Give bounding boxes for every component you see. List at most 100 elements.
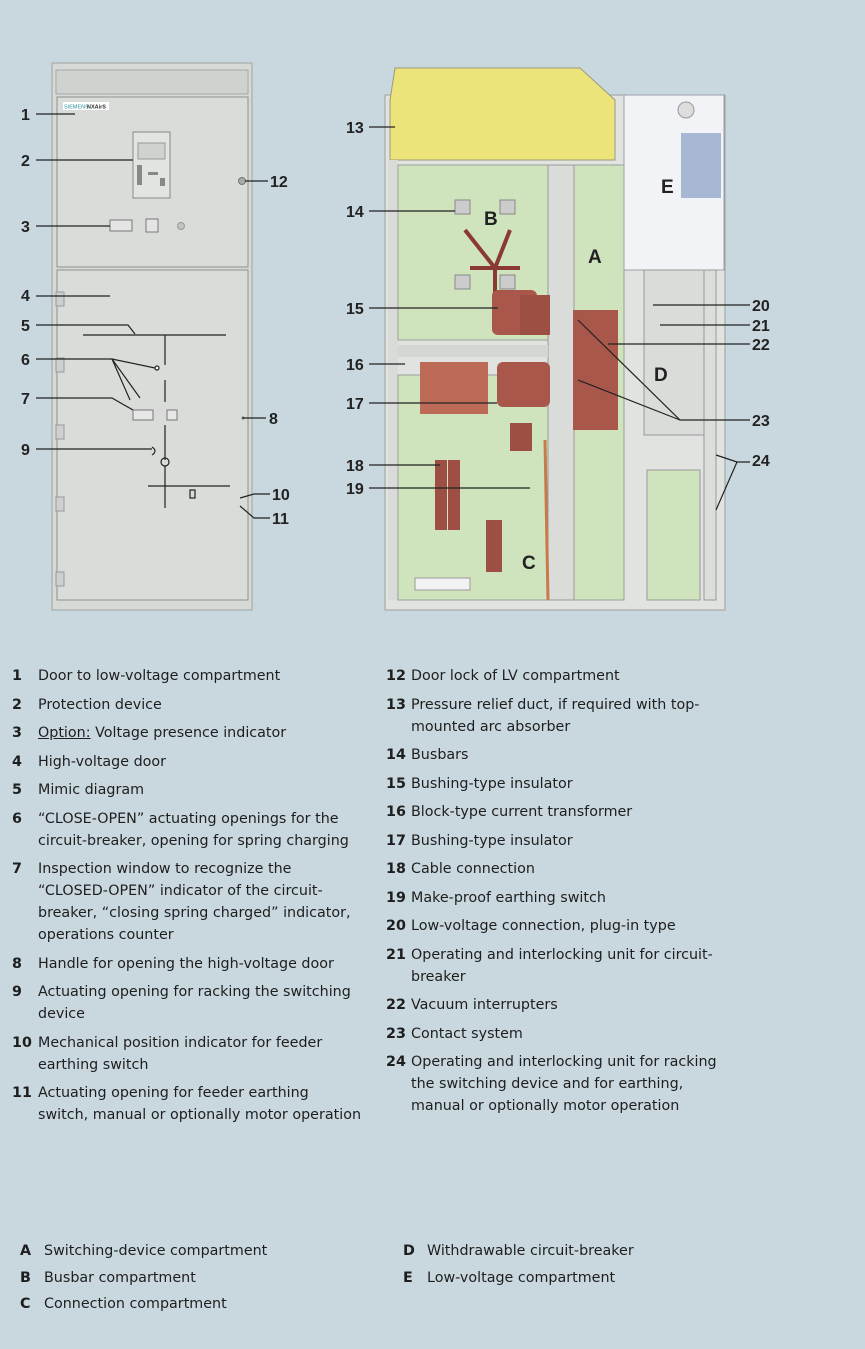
bushing-insulator-lower <box>497 362 550 407</box>
siemens-logo <box>63 102 109 110</box>
option-label: Option: <box>38 725 91 741</box>
callout-13: 13 <box>346 120 364 137</box>
legend-item: 2 Protection device <box>12 694 362 716</box>
legend-description: Inspection window to recognize the “CLOS… <box>38 861 351 943</box>
compartment-letter: D <box>403 1243 415 1259</box>
legend-item: 6 “CLOSE-OPEN” actuating openings for the… <box>12 808 362 852</box>
legend-text: Vacuum interrupters <box>411 994 736 1016</box>
legend-text: Busbars <box>411 744 736 766</box>
legend-number: 4 <box>12 753 22 770</box>
legend-number: 24 <box>386 1054 406 1070</box>
legend-text: Door to low-voltage compartment <box>38 665 362 687</box>
compartment-letter: E <box>403 1269 413 1286</box>
legend-item: 22 Vacuum interrupters <box>386 994 736 1016</box>
compartment-letter: C <box>20 1296 31 1312</box>
legend-text: Pressure relief duct, if required with t… <box>411 694 736 738</box>
callout-1: 1 <box>21 107 30 124</box>
legend-number: 10 <box>12 1034 32 1051</box>
switchgear-figure: SIEMENS NXAirS <box>21 62 770 611</box>
legend-number: 1 <box>12 668 22 684</box>
legend-description: Cable connection <box>411 861 535 877</box>
legend-text: Actuating opening for feeder earthing sw… <box>38 1082 362 1126</box>
legend-text: “CLOSE-OPEN” actuating openings for the … <box>38 808 362 852</box>
callout-8: 8 <box>269 411 278 428</box>
legend-item: 11 Actuating opening for feeder earthing … <box>12 1082 362 1126</box>
legend-text: Protection device <box>38 694 362 716</box>
legend-description: Door to low-voltage compartment <box>38 668 281 684</box>
compartment-letter: B <box>20 1269 31 1286</box>
legend-number: 2 <box>12 696 22 713</box>
callout-2: 2 <box>21 153 30 170</box>
callout-22: 22 <box>752 337 770 354</box>
callout-19: 19 <box>346 481 364 498</box>
legend-description: Door lock of LV compartment <box>411 668 620 684</box>
legend-description: Handle for opening the high-voltage door <box>38 955 334 972</box>
legend-text: Handle for opening the high-voltage door <box>38 953 362 975</box>
legend-description: Mechanical position indicator for feeder… <box>38 1034 323 1073</box>
legend-description: Block-type current transformer <box>411 804 633 820</box>
legend-description: Busbars <box>411 747 469 763</box>
legend-description: Operating and interlocking unit for circ… <box>411 946 713 985</box>
legend-number: 22 <box>386 997 406 1013</box>
callouts: 1 2 3 4 5 6 7 8 9 10 11 12 13 14 15 16 1… <box>21 107 770 574</box>
legend-number: 6 <box>12 810 22 827</box>
legend-description: Bushing-type insulator <box>411 775 573 792</box>
callout-15: 15 <box>346 301 364 318</box>
legend-number: 18 <box>386 861 406 877</box>
cable-connection <box>435 460 460 530</box>
pressure-relief-duct <box>389 67 616 161</box>
legend-description: High-voltage door <box>38 753 167 770</box>
legend-number: 20 <box>386 918 406 934</box>
callout-6: 6 <box>21 352 30 369</box>
legend-number: 11 <box>12 1085 32 1101</box>
legend-text: Block-type current transformer <box>411 801 736 823</box>
legend-description: Contact system <box>411 1025 523 1042</box>
legend-item: 20 Low-voltage connection, plug-in type <box>386 915 736 937</box>
legend-item: 24 Operating and interlocking unit for ra… <box>386 1051 736 1117</box>
callout-9: 9 <box>21 442 30 459</box>
compartment-text: Connection compartment <box>44 1296 227 1312</box>
legend-item: 1 Door to low-voltage compartment <box>12 665 362 687</box>
letter-d: D <box>654 365 668 386</box>
callout-24: 24 <box>752 453 770 470</box>
callout-16: 16 <box>346 357 364 374</box>
legend-description: Mimic diagram <box>38 782 145 798</box>
legend-number: 7 <box>12 861 22 877</box>
legend-text: High-voltage door <box>38 751 362 773</box>
callout-23: 23 <box>752 413 770 430</box>
legend-text: Mimic diagram <box>38 779 362 801</box>
legend-text: Low-voltage connection, plug-in type <box>411 915 736 937</box>
legend-text: Operating and interlocking unit for rack… <box>411 1051 736 1117</box>
legend-description: Protection device <box>38 696 162 713</box>
legend-text: Option: Voltage presence indicator <box>38 722 362 744</box>
callout-12: 12 <box>270 174 288 191</box>
letter-b: B <box>484 209 498 230</box>
mimic-diagram <box>83 334 230 508</box>
legend-item: 16 Block-type current transformer <box>386 801 736 823</box>
legend-description: Actuating opening for racking the switch… <box>38 984 351 1022</box>
current-transformer <box>420 362 488 414</box>
legend-number: 16 <box>386 804 406 820</box>
letter-a: A <box>588 247 602 268</box>
door-lock <box>238 177 246 185</box>
legend-number: 23 <box>386 1025 406 1042</box>
legend-text: Actuating opening for racking the switch… <box>38 981 362 1025</box>
callout-5: 5 <box>21 318 30 335</box>
legend-item: 7 Inspection window to recognize the “CLO… <box>12 858 362 946</box>
legend-description: “CLOSE-OPEN” actuating openings for the … <box>38 810 349 849</box>
legend-text: Make-proof earthing switch <box>411 887 736 909</box>
front-view-panel: SIEMENS NXAirS <box>51 62 253 611</box>
legend-number: 14 <box>386 747 406 763</box>
legend-description: Voltage presence indicator <box>90 725 287 741</box>
legend-description: Pressure relief duct, if required with t… <box>411 696 700 735</box>
